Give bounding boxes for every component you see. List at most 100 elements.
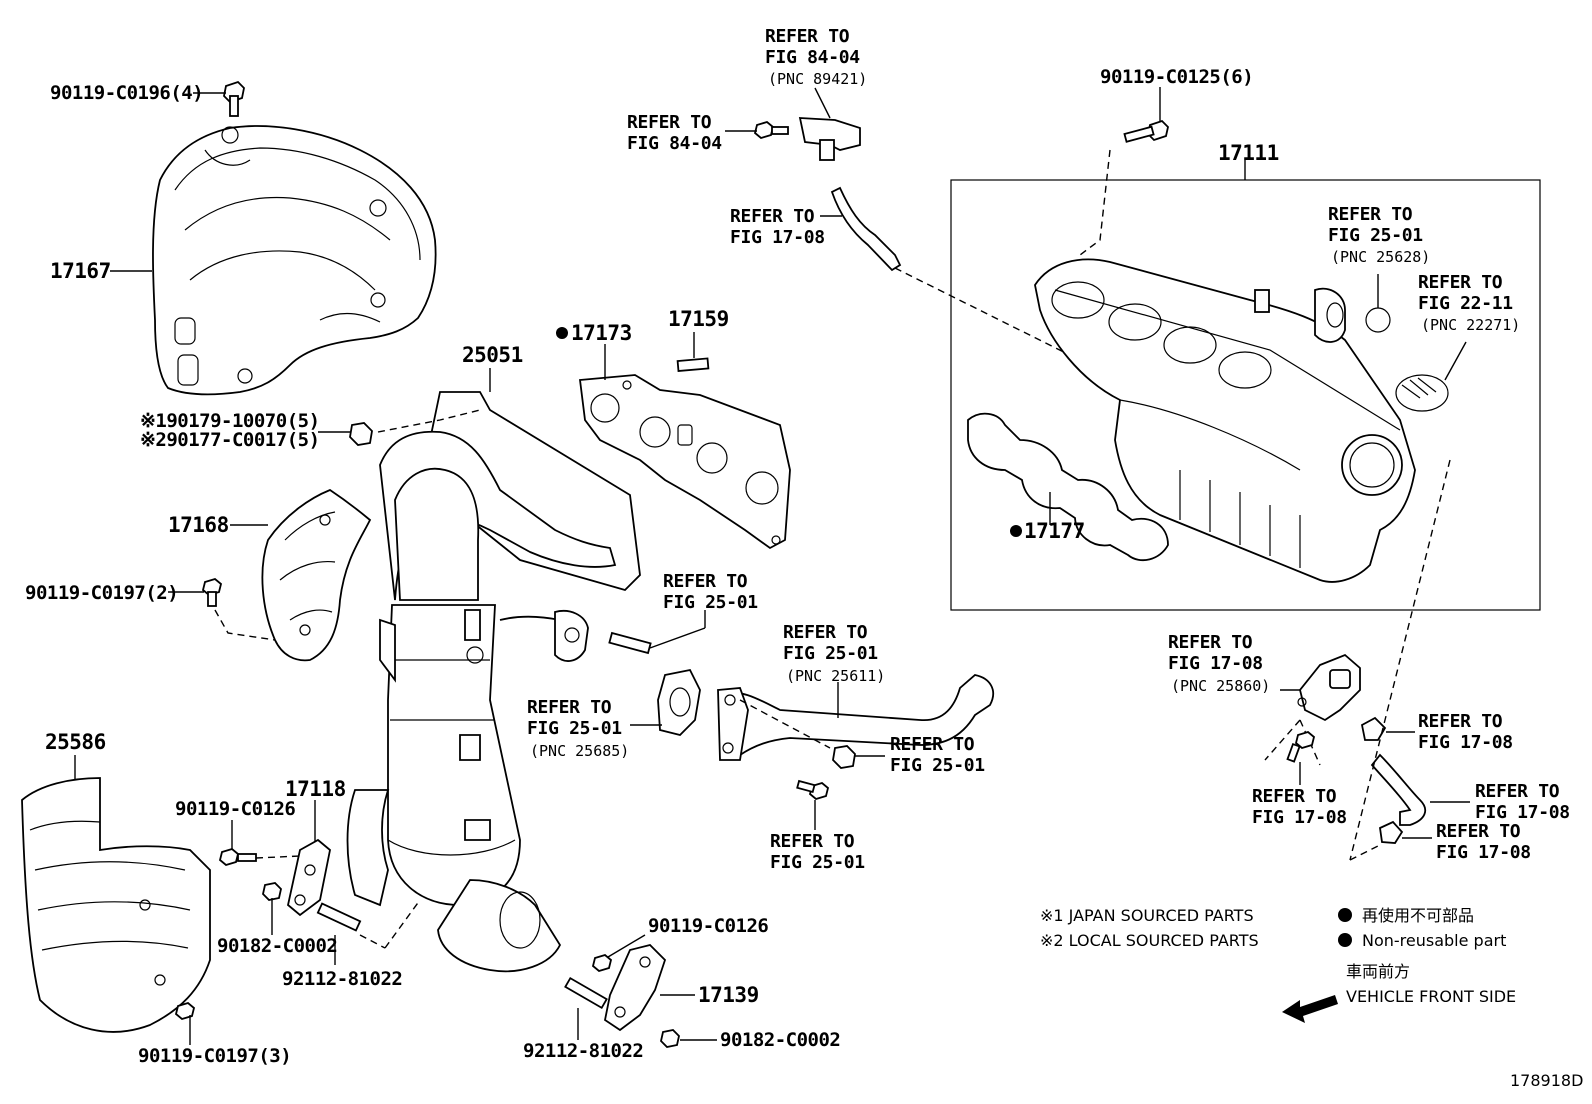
hose-fig-17-08-icon [820, 186, 902, 272]
stud-92112-81022-a-icon [316, 902, 386, 965]
gasket-pnc-25685-icon [630, 668, 701, 736]
gasket-pnc-22271-icon [1395, 341, 1467, 412]
ref-clip-b-line2: FIG 17-08 [1436, 842, 1531, 863]
stud-fig-25-01-icon [608, 610, 706, 655]
label-17111: 17111 [1218, 141, 1279, 165]
cover-25586 [21, 777, 211, 1033]
ref-25860-line1: REFER TO [1168, 632, 1253, 653]
ref-egr-bolt-line1: REFER TO [770, 831, 855, 852]
ref-25611-line1: REFER TO [783, 622, 868, 643]
hose-fig-17-08-b-icon [1370, 753, 1470, 826]
ref-hose-line2: FIG 17-08 [730, 227, 825, 248]
intake-manifold-17111 [1034, 258, 1416, 583]
legend-local-sourced: ※2 LOCAL SOURCED PARTS [1040, 931, 1259, 950]
ref-hose-b-line1: REFER TO [1475, 781, 1560, 802]
ref-hose-b-line2: FIG 17-08 [1475, 802, 1570, 823]
label-17177: 17177 [1024, 519, 1085, 543]
label-90119-c0125: 90119-C0125(6) [1100, 66, 1253, 88]
non-reusable-dot-2-icon [1338, 933, 1352, 947]
ref-25685-pnc: (PNC 25685) [530, 742, 629, 760]
non-reusable-dot-icon [1338, 908, 1352, 922]
bolt-90119-c0197-2-icon [168, 577, 276, 641]
diagram-id: 178918D [1510, 1071, 1583, 1090]
non-reusable-mark-17177-icon [1010, 525, 1022, 537]
label-17168: 17168 [168, 513, 229, 537]
ref-25628-line2: FIG 25-01 [1328, 225, 1423, 246]
ref-hose-line1: REFER TO [730, 206, 815, 227]
ref-sensor-line1: REFER TO [765, 26, 850, 47]
bolt-90119-c0196-icon [193, 80, 245, 117]
legend-front-en: VEHICLE FRONT SIDE [1346, 987, 1516, 1006]
vehicle-front-arrow-icon [1282, 995, 1338, 1023]
bolt-90119-c0125-icon [1079, 87, 1169, 256]
exhaust-manifold-25051 [346, 391, 641, 973]
ref-sensor-pnc: (PNC 89421) [768, 70, 867, 88]
ref-nut-line2: FIG 25-01 [890, 755, 985, 776]
bracket-17139 [603, 944, 695, 1032]
label-25586: 25586 [45, 730, 106, 754]
ref-clip-b-line1: REFER TO [1436, 821, 1521, 842]
nut-90182-c0002-b-icon [660, 1029, 717, 1048]
stud-17159-icon [676, 332, 710, 373]
ref-25685-line2: FIG 25-01 [527, 718, 622, 739]
label-17173: 17173 [571, 321, 632, 345]
clip-fig-17-08-b-icon [1379, 820, 1432, 844]
gasket-17173 [578, 374, 791, 550]
gasket-17177 [967, 412, 1169, 562]
label-17139: 17139 [698, 983, 759, 1007]
ref-25860-pnc: (PNC 25860) [1171, 677, 1270, 695]
label-92112-81022-a: 92112-81022 [282, 968, 402, 990]
egr-pipe-pnc-25611-icon [717, 674, 995, 761]
ref-stud-line2: FIG 25-01 [663, 592, 758, 613]
ref-22271-pnc: (PNC 22271) [1421, 316, 1520, 334]
label-90119-c0197-3: 90119-C0197(3) [138, 1045, 291, 1067]
legend-japan-sourced: ※1 JAPAN SOURCED PARTS [1040, 906, 1254, 925]
ref-vsv-bolt-line2: FIG 17-08 [1252, 807, 1347, 828]
bolt-90119-c0126-b-icon [591, 934, 646, 973]
ref-clip-a-line2: FIG 17-08 [1418, 732, 1513, 753]
bolt-fig-84-04-icon [725, 120, 789, 140]
label-17167: 17167 [50, 259, 111, 283]
bolt-90119-c0197-3-icon [174, 1001, 196, 1045]
label-90119-c0126-a: 90119-C0126 [175, 798, 295, 820]
label-90179-10070: ※190179-10070(5) [140, 410, 320, 432]
ref-25685-line1: REFER TO [527, 697, 612, 718]
bolt-egr-fig-25-01-icon [796, 779, 830, 830]
label-90119-c0126-b: 90119-C0126 [648, 915, 768, 937]
ref-25611-pnc: (PNC 25611) [786, 667, 885, 685]
bracket-17118 [287, 800, 331, 917]
ref-egr-bolt-line2: FIG 25-01 [770, 852, 865, 873]
non-reusable-mark-17173-icon [556, 327, 568, 339]
bolt-90119-c0126-a-icon [218, 820, 301, 867]
ref-nut-line1: REFER TO [890, 734, 975, 755]
legend: ※1 JAPAN SOURCED PARTS ※2 LOCAL SOURCED … [1040, 906, 1516, 1023]
legend-nonreuse-en: Non-reusable part [1362, 931, 1506, 950]
ref-bolt84-line2: FIG 84-04 [627, 133, 722, 154]
label-90119-c0196: 90119-C0196(4) [50, 82, 203, 104]
nut-90182-c0002-a-icon [262, 882, 282, 935]
heat-insulator-17167 [152, 125, 437, 396]
ref-22271-line1: REFER TO [1418, 272, 1503, 293]
ref-25628-line1: REFER TO [1328, 204, 1413, 225]
ref-sensor-line2: FIG 84-04 [765, 47, 860, 68]
nut-90179-icon [318, 422, 373, 446]
ref-25860-line2: FIG 17-08 [1168, 653, 1263, 674]
label-90182-c0002-b: 90182-C0002 [720, 1029, 840, 1051]
ref-clip-a-line1: REFER TO [1418, 711, 1503, 732]
label-17159: 17159 [668, 307, 729, 331]
nut-fig-25-01-icon [832, 745, 885, 769]
legend-nonreuse-jp: 再使用不可部品 [1362, 906, 1474, 925]
label-92112-81022-b: 92112-81022 [523, 1040, 643, 1062]
stud-92112-81022-b-icon [564, 976, 608, 1040]
ref-25628-pnc: (PNC 25628) [1331, 248, 1430, 266]
label-17118: 17118 [285, 777, 346, 801]
insulator-17168 [261, 488, 372, 662]
legend-front-jp: 車両前方 [1346, 962, 1410, 981]
label-25051: 25051 [462, 343, 523, 367]
bolt-vsv-fig-17-08-icon [1286, 730, 1316, 785]
sensor-pnc-89421-icon [798, 87, 861, 161]
ref-25611-line2: FIG 25-01 [783, 643, 878, 664]
vsv-pnc-25860-icon [1264, 653, 1361, 766]
